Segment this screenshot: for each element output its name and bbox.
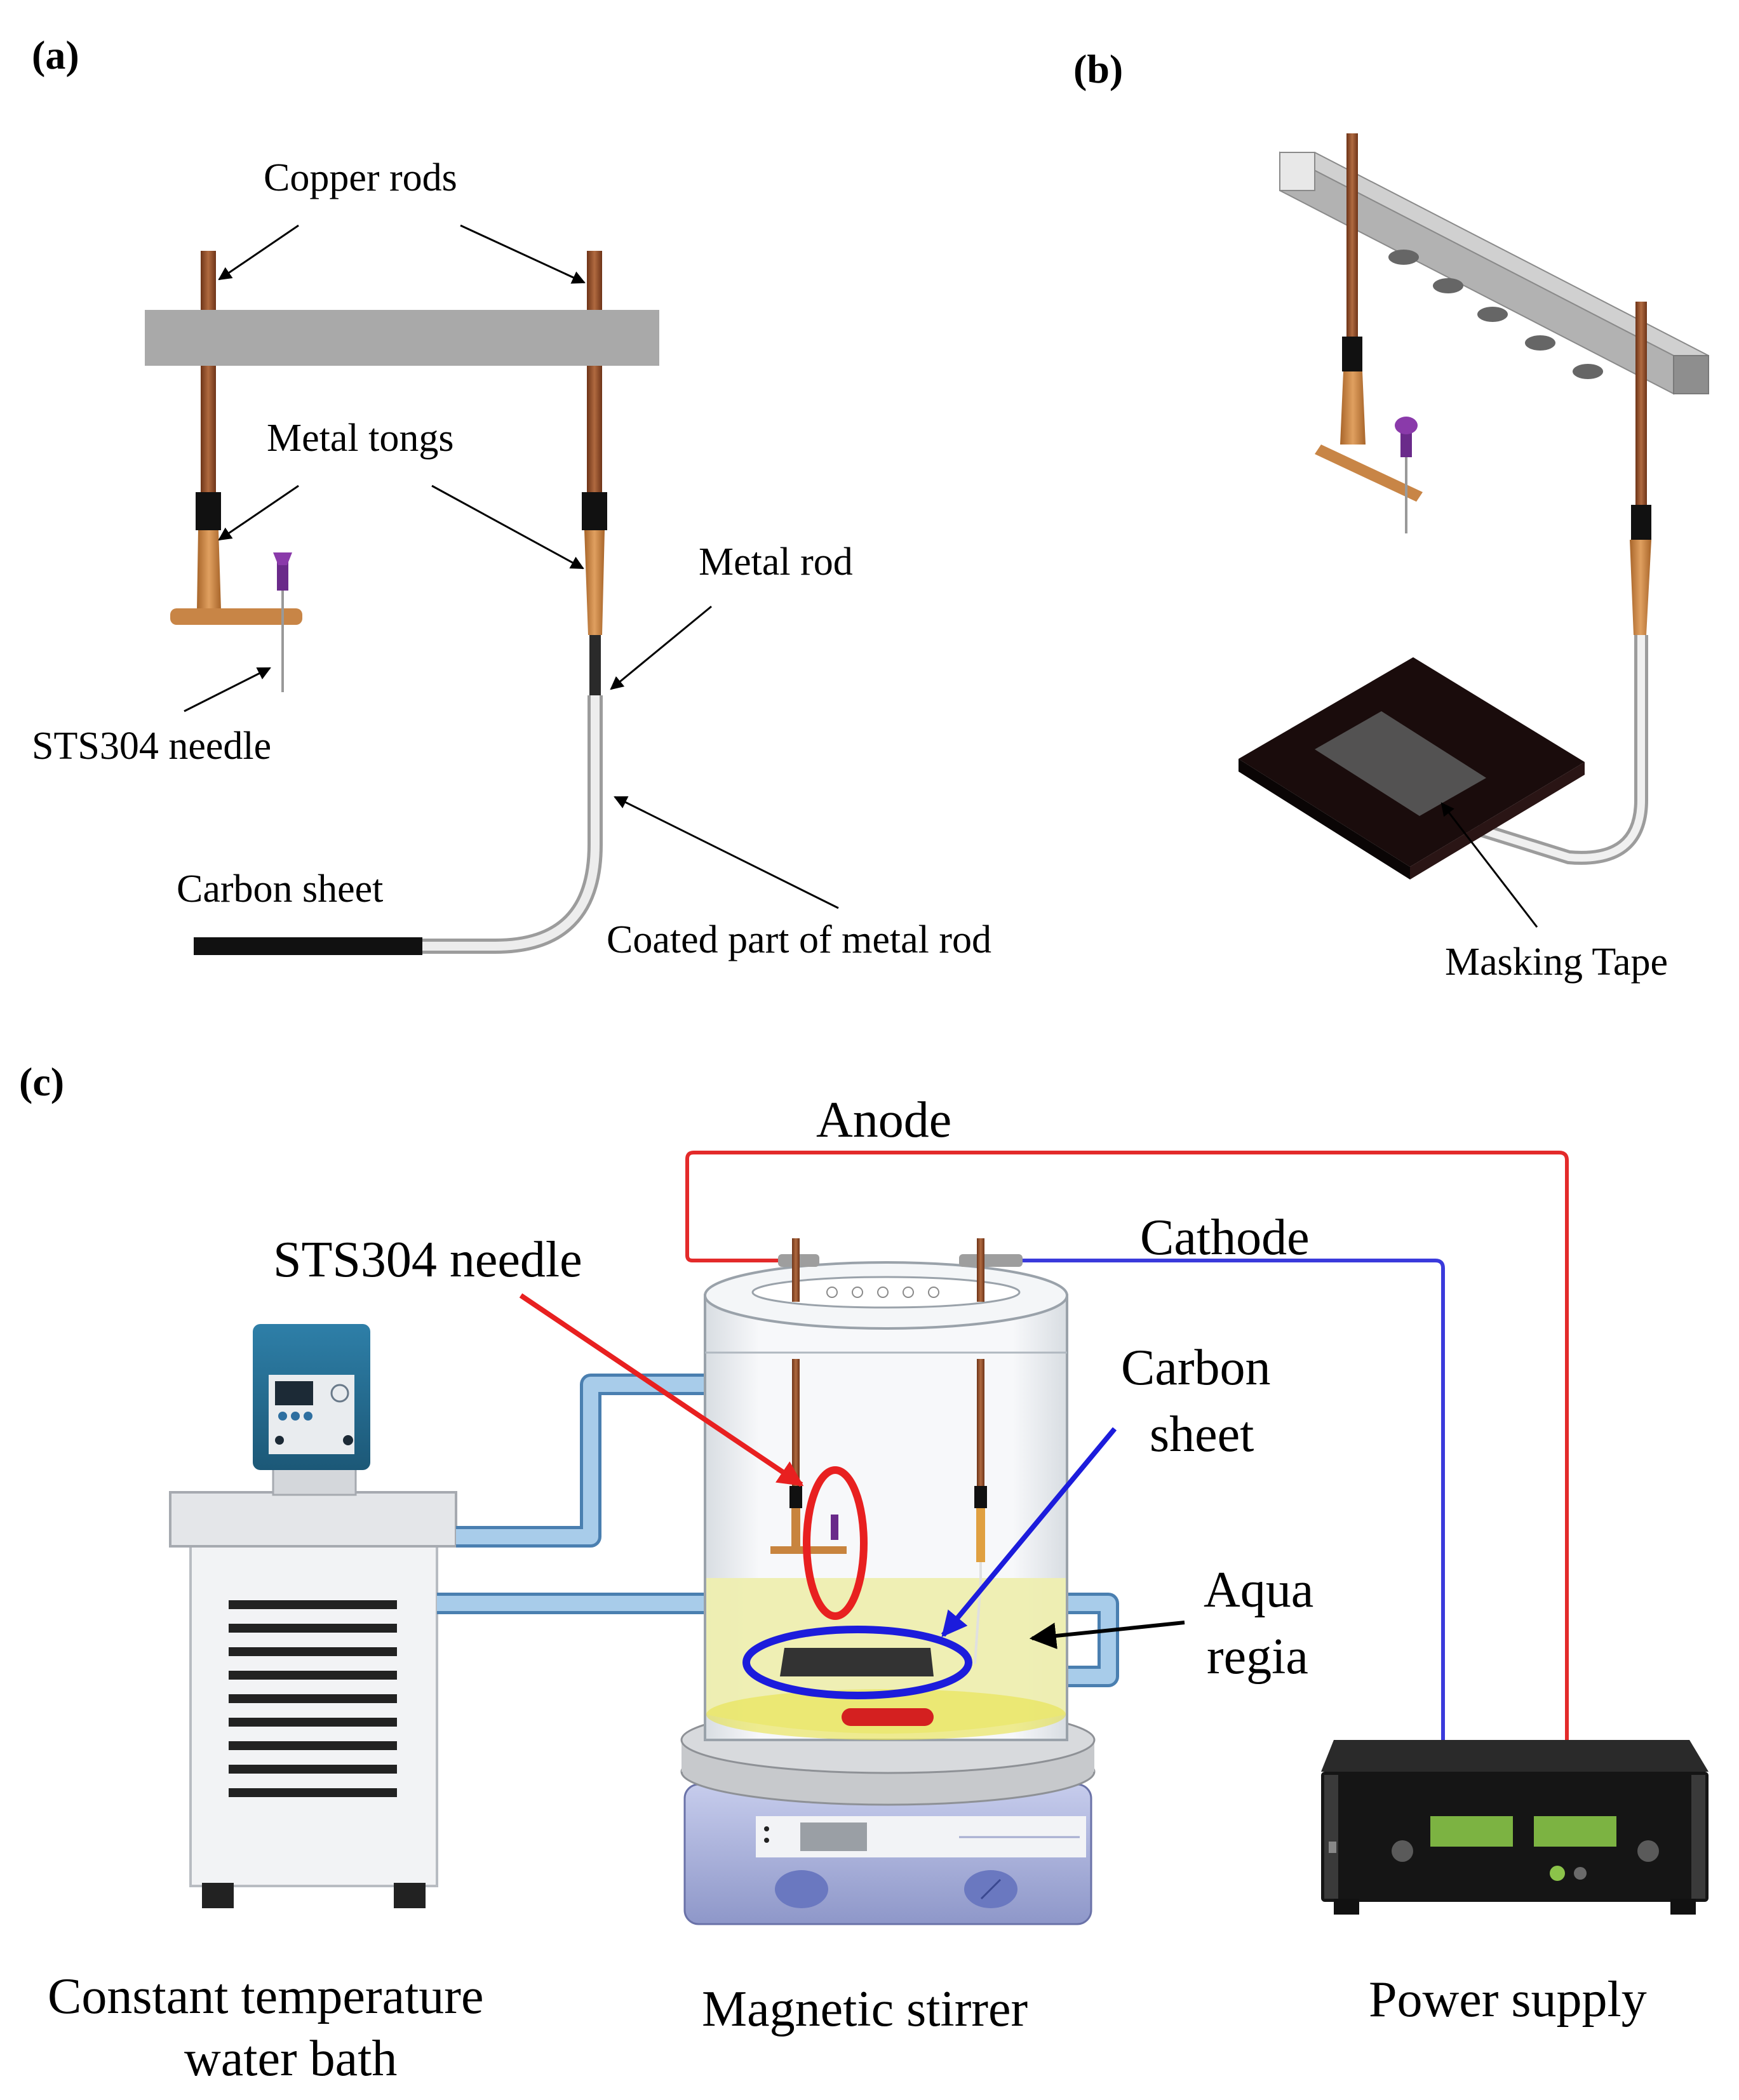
copper-rod-b-left (1346, 133, 1358, 337)
carbon-sheet-highlight (742, 1626, 972, 1699)
arrow-tongs-right (431, 485, 584, 570)
electrode-cathode (959, 1238, 1023, 1664)
tong-crossbar (170, 608, 302, 625)
label-sts304-needle-c: STS304 needle (273, 1232, 582, 1288)
masking-tape (1315, 711, 1486, 816)
arrow-copper-right (460, 224, 586, 284)
coated-rod (419, 695, 603, 954)
label-metal-tongs: Metal tongs (267, 417, 453, 460)
needle-hub-cap (273, 552, 292, 565)
anode-wire (685, 1151, 1569, 1740)
sleeve-right (582, 492, 607, 530)
metal-tongs-right (584, 530, 605, 635)
label-aqua-regia-2: regia (1207, 1629, 1308, 1685)
needle-shaft (281, 591, 284, 692)
arrow-metal-rod (610, 605, 712, 690)
label-water-bath-2: water bath (184, 2031, 397, 2087)
label-anode: Anode (816, 1092, 951, 1148)
copper-rod-b-right (1635, 302, 1647, 505)
metal-tongs-b-right (1630, 540, 1651, 635)
panel-label-c: (c) (19, 1059, 64, 1104)
sleeve-left (196, 492, 221, 530)
metal-rod (589, 635, 601, 695)
arrow-needle-a (184, 667, 271, 712)
panel-label-b: (b) (1073, 46, 1123, 91)
needle-highlight (803, 1466, 868, 1620)
label-masking-tape: Masking Tape (1445, 940, 1668, 984)
stir-bar (842, 1708, 934, 1726)
arrow-coated-part (614, 796, 839, 909)
metal-tongs-b-left (1340, 371, 1366, 445)
label-carbon-sheet-c-1: Carbon (1121, 1340, 1271, 1396)
arrow-tongs-left (218, 485, 299, 541)
label-cathode: Cathode (1140, 1210, 1310, 1266)
metal-tongs-left (197, 530, 221, 610)
carbon-sheet-a (194, 937, 422, 955)
arrow-aqua-regia (1029, 1621, 1185, 1649)
arrow-masking-tape (1440, 802, 1538, 928)
holder-bar (145, 310, 659, 366)
label-copper-rods: Copper rods (264, 156, 457, 199)
carbon-sheet-c (780, 1648, 934, 1676)
arrow-copper-left (218, 224, 299, 281)
arrow-carbon-sheet-c (941, 1427, 1117, 1638)
label-sts304-needle-a: STS304 needle (32, 725, 271, 768)
label-metal-rod: Metal rod (699, 540, 853, 584)
carbon-sheet-b (1239, 657, 1585, 879)
arrow-needle-c (519, 1293, 804, 1487)
copper-rod-right (587, 251, 602, 492)
tubing (437, 1374, 1119, 1687)
label-power-supply: Power supply (1369, 1972, 1647, 2028)
power-supply (1321, 1740, 1709, 1915)
copper-rod-left (201, 251, 216, 492)
cathode-wire (1023, 1259, 1445, 1740)
label-aqua-regia-1: Aqua (1204, 1562, 1313, 1618)
label-carbon-sheet-c-2: sheet (1150, 1407, 1254, 1462)
water-bath (169, 1324, 457, 1908)
label-coated-part: Coated part of metal rod (607, 918, 991, 961)
label-water-bath-1: Constant temperature (48, 1969, 483, 2024)
label-magnetic-stirrer: Magnetic stirrer (702, 1981, 1028, 2037)
electrode-anode (770, 1238, 847, 1554)
holder-bar-3d (1279, 151, 1709, 395)
panel-label-a: (a) (32, 32, 79, 77)
label-carbon-sheet-a: Carbon sheet (177, 867, 383, 911)
